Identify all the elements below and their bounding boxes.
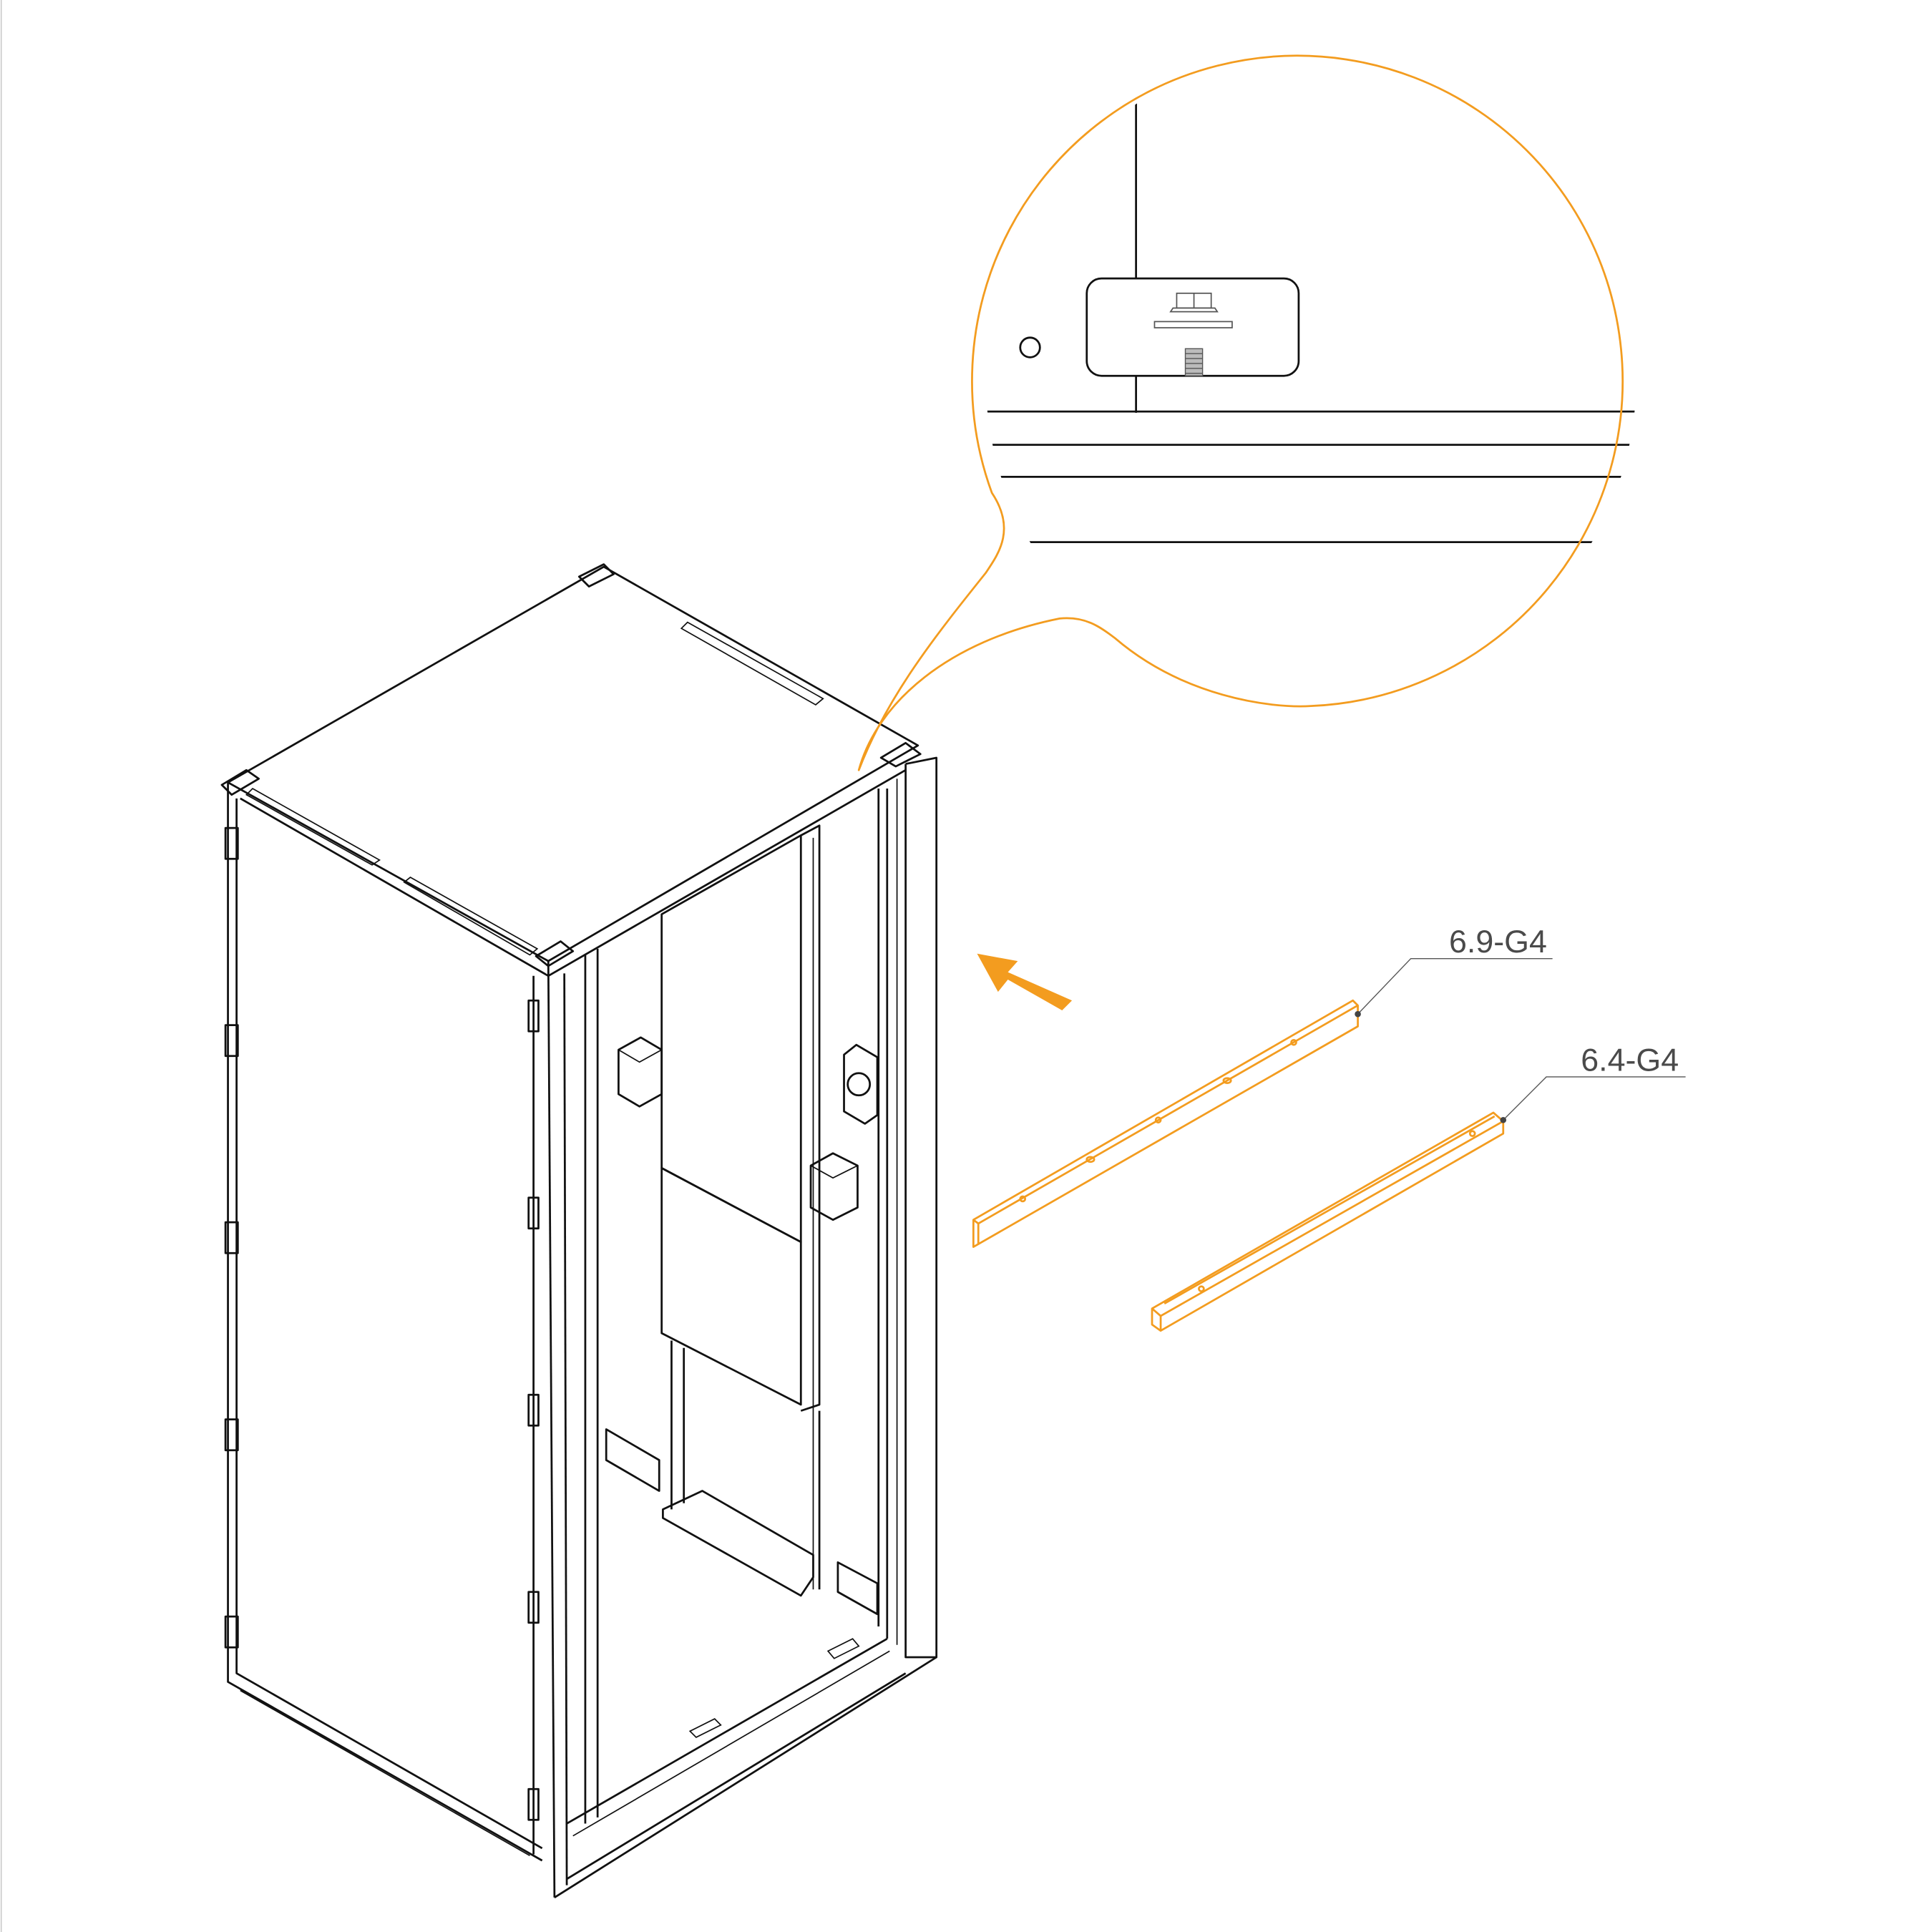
washer-icon [1153, 321, 1233, 328]
detail-callout-bubble [857, 53, 1636, 771]
part-label-6-4-g4: 6.4-G4 [1581, 1042, 1679, 1078]
assembly-arrow-icon [977, 953, 1073, 1010]
part-6-4-g4: 6.4-G4 [1151, 1042, 1686, 1332]
flange-nut-icon [1169, 292, 1219, 313]
cabinet-frame [220, 563, 938, 1898]
cabinet-top [227, 565, 919, 962]
part-label-6-9-g4: 6.9-G4 [1449, 924, 1547, 960]
threaded-stud-icon [1184, 348, 1204, 376]
part-6-9-g4: 6.9-G4 [972, 924, 1553, 1248]
